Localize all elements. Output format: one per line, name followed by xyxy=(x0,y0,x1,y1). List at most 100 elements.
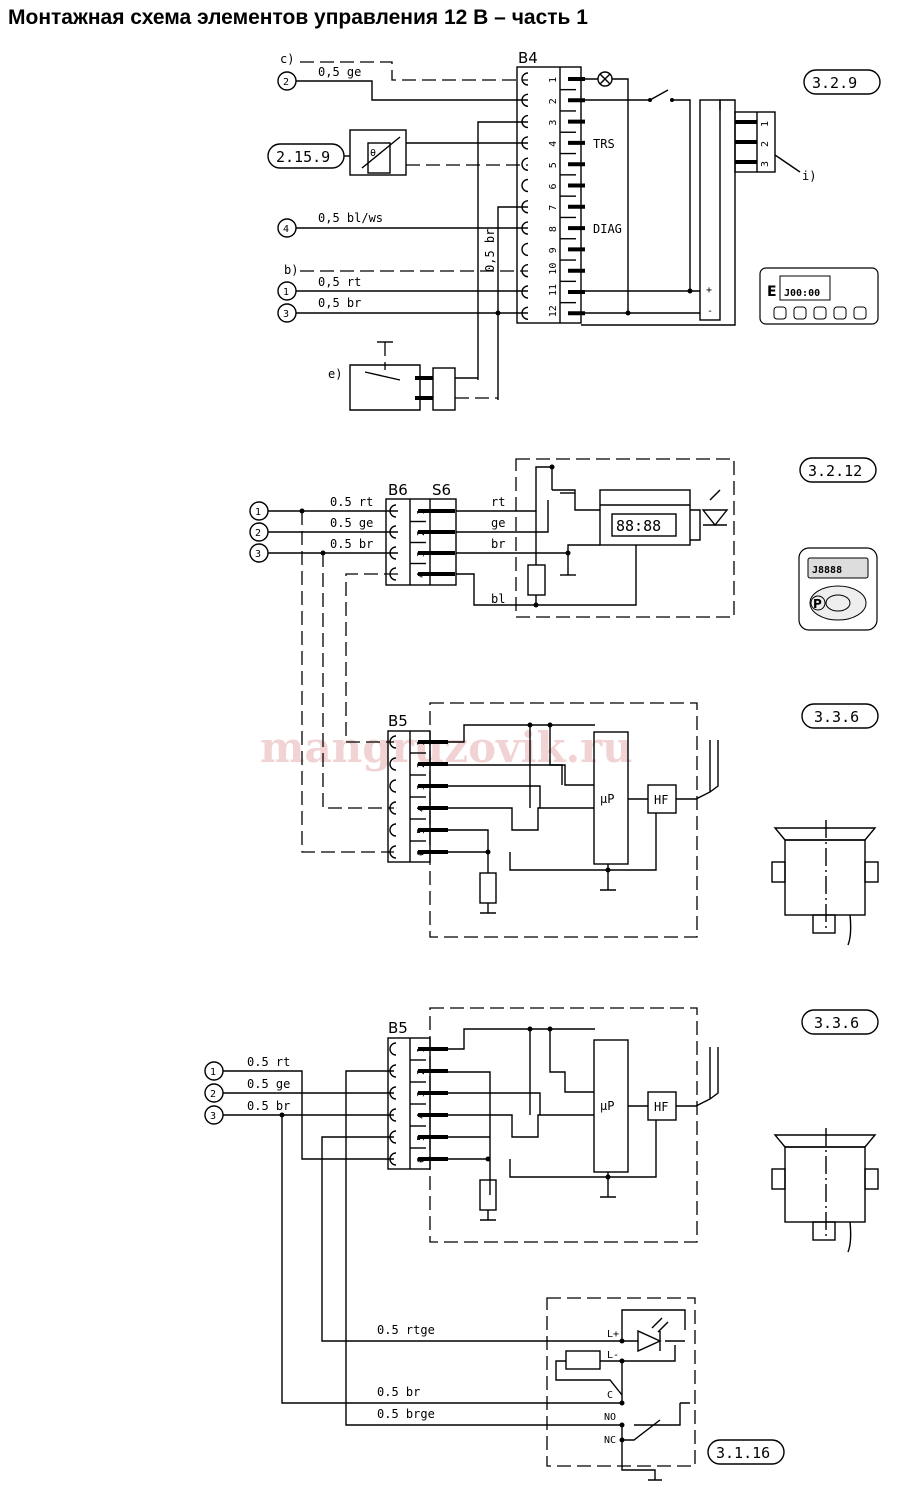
svg-text:+: + xyxy=(706,285,712,296)
switch-label: e) xyxy=(328,367,342,381)
b4-pin-number-7: 7 xyxy=(548,205,559,211)
svg-text:NC: NC xyxy=(604,1435,616,1446)
svg-text:L-: L- xyxy=(607,1350,619,1361)
svg-text:2: 2 xyxy=(255,528,261,539)
b6-pin-number-2: 2 xyxy=(416,530,427,536)
b5a-pin-number-1: 1 xyxy=(416,740,427,746)
wire-label-br: 0.5 br xyxy=(330,537,373,551)
ref-badge-3-2-12 xyxy=(799,457,877,483)
svg-text:θ: θ xyxy=(370,148,376,159)
svg-text:1: 1 xyxy=(760,121,771,127)
mcu-block xyxy=(593,731,629,865)
svg-text:2: 2 xyxy=(210,1089,216,1100)
b5a-socket-2 xyxy=(389,757,397,771)
panel-module-box xyxy=(515,458,735,618)
svg-text:3: 3 xyxy=(283,309,289,320)
svg-text:-: - xyxy=(707,306,713,317)
vertical-wire-label: 0,5 br xyxy=(483,229,497,272)
section-3: B5 1 2 3 4 5 6 3.3.6 μP HF xyxy=(387,702,879,946)
b4-pin-number-4: 4 xyxy=(548,141,559,147)
svg-text:3: 3 xyxy=(760,161,771,167)
connector-b5b-label: B5 xyxy=(388,1019,408,1037)
lcd-digits: 88:88 xyxy=(616,517,661,535)
b5a-pin-number-6: 6 xyxy=(416,850,427,856)
b5a-pin-number-2: 2 xyxy=(416,762,427,768)
ref-2-15-9: 2.15.9 xyxy=(276,148,330,166)
b5a-pin-number-3: 3 xyxy=(416,784,427,790)
wire-label-rt: 0.5 rt xyxy=(330,495,373,509)
b4-pin-number-11: 11 xyxy=(548,284,559,296)
mcu-label: μP xyxy=(600,792,614,806)
b6-pin-number-1: 1 xyxy=(416,509,427,515)
keypad-p-button: P xyxy=(813,597,822,611)
b5b-pin-number-5: 5 xyxy=(416,1135,427,1141)
b4-pin-number-8: 8 xyxy=(548,226,559,232)
label-trs: TRS xyxy=(593,137,615,151)
b4-pin-number-12: 12 xyxy=(548,305,559,317)
marker-b: b) xyxy=(284,263,298,277)
ref-3-2-12: 3.2.12 xyxy=(808,462,862,480)
b5a-socket-3 xyxy=(389,779,397,793)
b6-pin-number-4: 4 xyxy=(416,572,427,578)
receiver-picture-2 xyxy=(771,1128,879,1253)
control-unit-bar xyxy=(699,99,721,321)
ref-3-1-16: 3.1.16 xyxy=(716,1444,770,1462)
wire-label-rt: 0,5 rt xyxy=(318,275,361,289)
svg-text:rt: rt xyxy=(491,495,505,509)
connector-b4-label: B4 xyxy=(518,49,538,67)
wire-label-brge: 0.5 brge xyxy=(377,1407,435,1421)
hf-label: HF xyxy=(654,793,668,807)
label-diag: DIAG xyxy=(593,222,622,236)
b5a-pin-number-4: 4 xyxy=(416,806,427,812)
ref-3-2-9: 3.2.9 xyxy=(812,74,857,92)
b4-socket-6 xyxy=(521,178,529,193)
svg-text:1: 1 xyxy=(210,1067,216,1078)
lcd-display-module xyxy=(599,489,691,546)
b4-socket-1 xyxy=(521,72,529,86)
b4-socket-5 xyxy=(521,157,529,171)
connector-b6-s6 xyxy=(385,498,457,586)
svg-text:3: 3 xyxy=(210,1111,216,1122)
ref-badge-3-1-16 xyxy=(707,1439,785,1465)
svg-text:C: C xyxy=(607,1390,613,1401)
wire-label-br: 0,5 br xyxy=(318,296,361,310)
b4-pin-number-5: 5 xyxy=(548,162,559,168)
svg-text:NO: NO xyxy=(604,1412,616,1423)
label-i: i) xyxy=(802,169,816,183)
svg-text:J8888: J8888 xyxy=(812,565,842,576)
ref-badge-3-3-6-b xyxy=(801,1009,879,1035)
svg-text:0.5 br: 0.5 br xyxy=(247,1099,290,1113)
b5b-pin-number-1: 1 xyxy=(416,1047,427,1053)
b4-pin-number-6: 6 xyxy=(548,183,559,189)
b4-pin-number-9: 9 xyxy=(548,247,559,253)
connector-b5-label: B5 xyxy=(388,712,408,730)
svg-text:br: br xyxy=(491,537,505,551)
connector-b4 xyxy=(516,66,582,324)
svg-text:2: 2 xyxy=(283,77,289,88)
svg-text:bl: bl xyxy=(491,592,505,606)
b5b-pin-number-2: 2 xyxy=(416,1069,427,1075)
wire-label-ge: 0.5 ge xyxy=(330,516,373,530)
svg-text:0.5 ge: 0.5 ge xyxy=(247,1077,290,1091)
ref-3-3-6-a: 3.3.6 xyxy=(814,708,859,726)
hf-label-b: HF xyxy=(654,1100,668,1114)
svg-text:2: 2 xyxy=(760,141,771,147)
wire-label-blws: 0,5 bl/ws xyxy=(318,211,383,225)
receiver-picture xyxy=(771,820,879,946)
svg-text:J00:00: J00:00 xyxy=(784,288,820,299)
b6-pin-number-3: 3 xyxy=(416,551,427,557)
svg-text:1: 1 xyxy=(255,507,261,518)
svg-text:4: 4 xyxy=(283,224,289,235)
b4-pin-number-2: 2 xyxy=(548,98,559,104)
svg-text:1: 1 xyxy=(283,287,289,298)
svg-text:L+: L+ xyxy=(607,1329,619,1340)
b5a-socket-5 xyxy=(389,823,397,837)
b4-socket-11 xyxy=(521,285,529,299)
svg-text:0.5 rt: 0.5 rt xyxy=(247,1055,290,1069)
b5a-socket-1 xyxy=(389,735,397,749)
b5a-pin-number-5: 5 xyxy=(416,828,427,834)
connector-b6-label: B6 xyxy=(388,481,408,499)
